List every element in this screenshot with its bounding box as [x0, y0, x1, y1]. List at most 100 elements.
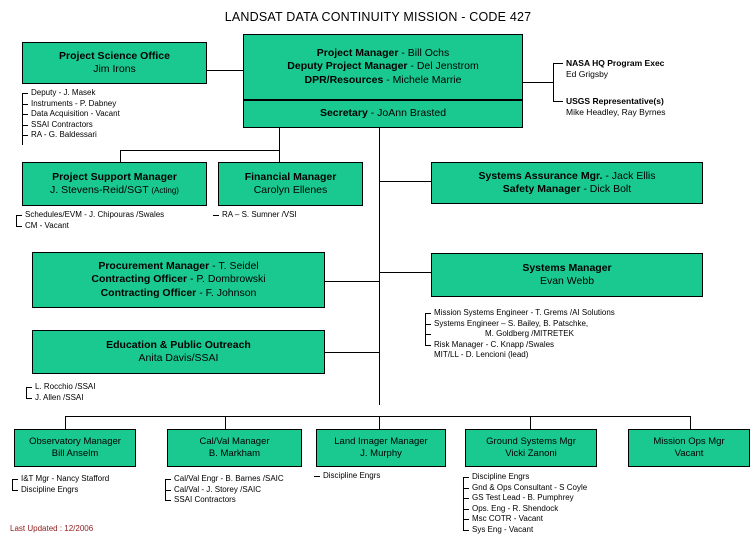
epo-role: Education & Public Outreach [106, 338, 251, 351]
box-project-science-office[interactable]: Project Science Office Jim Irons [22, 42, 207, 84]
nasa-hq-name: Ed Grigsby [566, 69, 609, 79]
box-project-manager[interactable]: Project Manager - Bill Ochs Deputy Proje… [243, 34, 523, 100]
list-item: Ops. Eng - R. Shendock [463, 504, 587, 515]
list-item: Cal/Val Engr - B. Barnes /SAIC [165, 474, 284, 485]
usgs-name: Mike Headley, Ray Byrnes [566, 107, 666, 117]
list-financial-manager: RA – S. Sumner /VSI [213, 210, 297, 221]
list-land-imager-manager: Discipline Engrs [314, 471, 380, 482]
list-item: Cal/Val - J. Storey /SAIC [165, 485, 284, 496]
connector-to-procurement [325, 281, 379, 282]
box-secretary[interactable]: Secretary - JoAnn Brasted [243, 100, 523, 128]
annotation-usgs: USGS Representative(s) Mike Headley, Ray… [566, 96, 666, 118]
list-item: Systems Engineer – S. Bailey, B. Patschk… [425, 319, 615, 330]
land-role: Land Imager Manager [334, 436, 428, 448]
list-systems-manager: Mission Systems Engineer - T. Grems /AI … [425, 308, 615, 361]
box-project-support-manager[interactable]: Project Support Manager J. Stevens-Reid/… [22, 162, 207, 206]
list-ground-systems-manager: Discipline Engrs Gnd & Ops Consultant - … [463, 472, 587, 535]
connector-pm-down-right [379, 128, 380, 180]
connector-to-education [325, 352, 379, 353]
nasa-hq-title: NASA HQ Program Exec [566, 58, 665, 68]
fm-role: Financial Manager [244, 170, 337, 183]
list-item: Schedules/EVM - J. Chipouras /Swales [16, 210, 164, 221]
connector-bottom-observatory [65, 416, 66, 429]
box-procurement-manager[interactable]: Procurement Manager - T. Seidel Contract… [32, 252, 325, 308]
list-education-public-outreach: L. Rocchio /SSAI J. Allen /SSAI [26, 382, 95, 403]
mops-name: Vacant [674, 448, 704, 459]
list-item: Discipline Engrs [463, 472, 587, 483]
list-project-support-manager: Schedules/EVM - J. Chipouras /Swales CM … [16, 210, 164, 231]
last-updated-label: Last Updated : 12/2006 [10, 524, 94, 533]
list-calval-manager: Cal/Val Engr - B. Barnes /SAIC Cal/Val -… [165, 474, 284, 506]
sm-name: Evan Webb [539, 275, 595, 287]
list-observatory-manager: I&T Mgr - Nancy Stafford Discipline Engr… [12, 474, 109, 495]
land-name: J. Murphy [360, 448, 402, 459]
gsm-name: Vicki Zanoni [505, 448, 557, 459]
box-systems-assurance-manager[interactable]: Systems Assurance Mgr. - Jack Ellis Safe… [431, 162, 703, 204]
box-observatory-manager[interactable]: Observatory Manager Bill Anselm [14, 429, 136, 467]
box-calval-manager[interactable]: Cal/Val Manager B. Markham [167, 429, 302, 467]
connector-bottom-calval [225, 416, 226, 429]
box-systems-manager[interactable]: Systems Manager Evan Webb [431, 253, 703, 297]
connector-down-psm [120, 150, 121, 162]
connector-annotations-trunk [553, 63, 554, 101]
pso-role: Project Science Office [59, 49, 170, 62]
list-item: Data Acquisition - Vacant [22, 109, 120, 120]
secretary-line: Secretary - JoAnn Brasted [319, 107, 447, 120]
box-mission-ops-manager[interactable]: Mission Ops Mgr Vacant [628, 429, 750, 467]
list-item: SSAI Contractors [22, 120, 120, 131]
usgs-title: USGS Representative(s) [566, 96, 664, 106]
list-item: J. Allen /SSAI [26, 393, 95, 404]
pm-line2: Deputy Project Manager - Del Jenstrom [287, 60, 479, 73]
obs-name: Bill Anselm [51, 448, 99, 459]
list-item: Risk Manager - C. Knapp /Swales [425, 340, 615, 351]
connector-pm-down-left [279, 128, 280, 150]
list-item: M. Goldberg /MITRETEK [425, 329, 615, 340]
list-item: CM - Vacant [16, 221, 164, 232]
connector-bottom-landimager [379, 416, 380, 429]
list-item: RA – S. Sumner /VSI [213, 210, 297, 221]
psm-name: J. Stevens-Reid/SGT (Acting) [50, 184, 179, 196]
box-ground-systems-manager[interactable]: Ground Systems Mgr Vicki Zanoni [465, 429, 597, 467]
connector-pso-to-pm [207, 70, 243, 71]
list-item: Discipline Engrs [314, 471, 380, 482]
calval-name: B. Markham [208, 448, 261, 459]
list-item: Sys Eng - Vacant [463, 525, 587, 536]
connector-bottom-groundsystems [530, 416, 531, 429]
connector-down-fm [279, 150, 280, 162]
fm-name: Carolyn Ellenes [253, 184, 328, 196]
list-item: Mission Systems Engineer - T. Grems /AI … [425, 308, 615, 319]
list-item: I&T Mgr - Nancy Stafford [12, 474, 109, 485]
page-title: LANDSAT DATA CONTINUITY MISSION - CODE 4… [224, 10, 532, 24]
calval-role: Cal/Val Manager [199, 436, 270, 448]
list-item: Deputy - J. Masek [22, 88, 120, 99]
list-item: Discipline Engrs [12, 485, 109, 496]
proc-line1: Procurement Manager - T. Seidel [98, 260, 259, 273]
epo-name: Anita Davis/SSAI [138, 352, 219, 364]
connector-to-systems-manager [379, 272, 431, 273]
sm-role: Systems Manager [522, 261, 612, 274]
pm-line1: Project Manager - Bill Ochs [316, 47, 450, 60]
box-financial-manager[interactable]: Financial Manager Carolyn Ellenes [218, 162, 363, 206]
list-item: L. Rocchio /SSAI [26, 382, 95, 393]
proc-line3: Contracting Officer - F. Johnson [100, 286, 257, 299]
list-item: RA - G. Baldessari [22, 130, 120, 141]
psm-role: Project Support Manager [52, 170, 177, 183]
pm-line3: DPR/Resources - Michele Marrie [304, 73, 462, 86]
connector-annotation-nasa [553, 63, 563, 64]
list-item: Instruments - P. Dabney [22, 99, 120, 110]
box-land-imager-manager[interactable]: Land Imager Manager J. Murphy [316, 429, 446, 467]
connector-bottom-missionops [690, 416, 691, 429]
box-education-public-outreach[interactable]: Education & Public Outreach Anita Davis/… [32, 330, 325, 374]
pso-name: Jim Irons [93, 63, 136, 75]
gsm-role: Ground Systems Mgr [486, 436, 576, 448]
connector-psm-fm-bar [120, 150, 279, 151]
list-item: MIT/LL - D. Lencioni (lead) [434, 350, 529, 359]
list-project-science-office: Deputy - J. Masek Instruments - P. Dabne… [22, 88, 120, 145]
proc-line2: Contracting Officer - P. Dombrowski [91, 273, 266, 286]
sam-line1: Systems Assurance Mgr. - Jack Ellis [478, 169, 656, 182]
obs-role: Observatory Manager [29, 436, 121, 448]
connector-pm-to-annotations [523, 82, 553, 83]
annotation-nasa-hq: NASA HQ Program Exec Ed Grigsby [566, 58, 664, 80]
sam-line2: Safety Manager - Dick Bolt [502, 183, 632, 195]
list-item: Gnd & Ops Consultant - S Coyle [463, 483, 587, 494]
